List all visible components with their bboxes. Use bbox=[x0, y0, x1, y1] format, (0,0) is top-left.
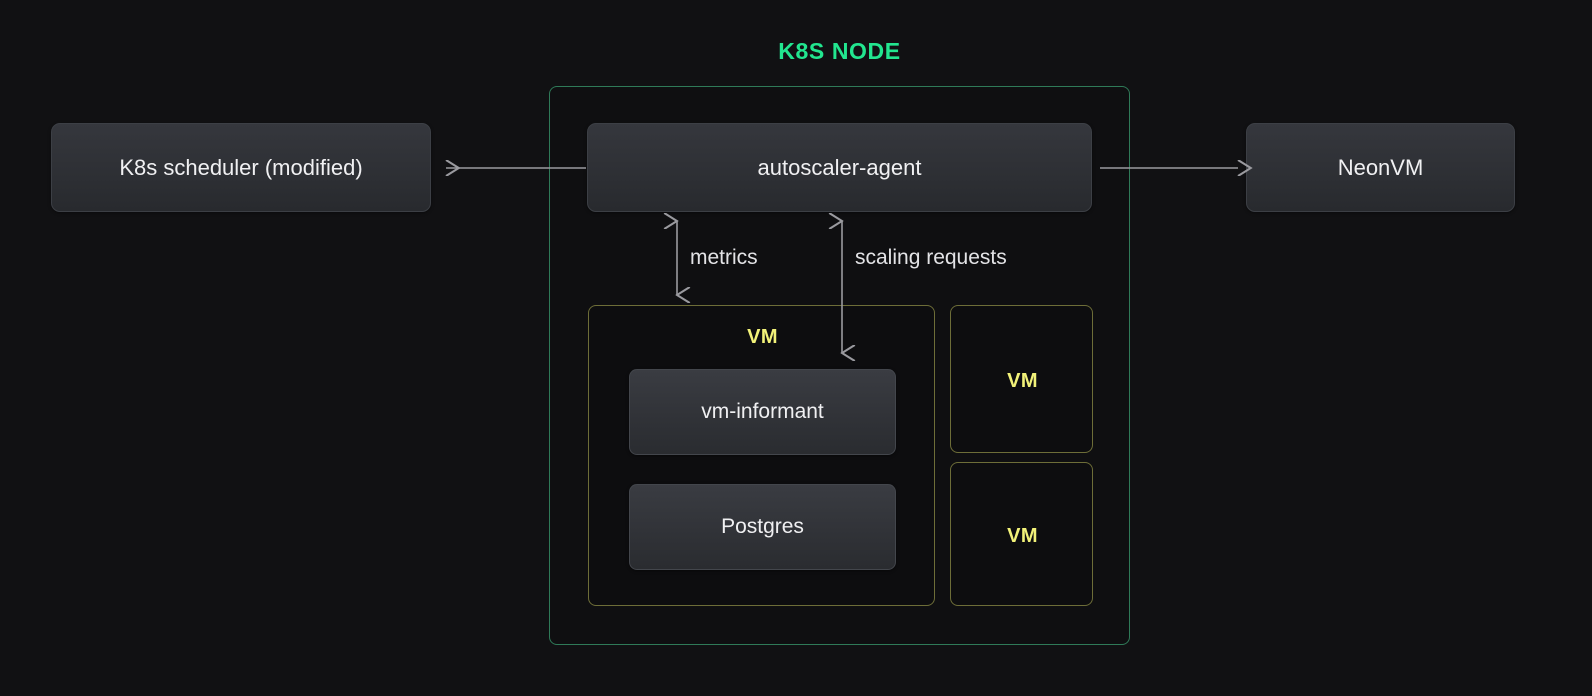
postgres-box[interactable]: Postgres bbox=[629, 484, 896, 570]
k8s-scheduler-box[interactable]: K8s scheduler (modified) bbox=[51, 123, 431, 212]
vm-right-1-label: VM bbox=[1007, 370, 1038, 392]
vm-box-right-2: VM bbox=[950, 462, 1093, 606]
postgres-label: Postgres bbox=[721, 515, 804, 538]
neonvm-box[interactable]: NeonVM bbox=[1246, 123, 1515, 212]
metrics-arrow-label: metrics bbox=[690, 246, 758, 269]
scaling-requests-arrow-label: scaling requests bbox=[855, 246, 1007, 269]
vm-right-2-label: VM bbox=[1007, 525, 1038, 547]
vm-box-main: VM vm-informant Postgres bbox=[588, 305, 935, 606]
neonvm-label: NeonVM bbox=[1337, 154, 1424, 180]
autoscaler-agent-box[interactable]: autoscaler-agent bbox=[587, 123, 1092, 212]
vm-main-label: VM bbox=[747, 326, 778, 348]
k8s-node-title: K8S NODE bbox=[778, 38, 901, 64]
vm-informant-label: vm-informant bbox=[701, 400, 824, 423]
vm-informant-box[interactable]: vm-informant bbox=[629, 369, 896, 455]
autoscaler-agent-label: autoscaler-agent bbox=[757, 154, 922, 180]
vm-box-right-1: VM bbox=[950, 305, 1093, 453]
k8s-scheduler-label: K8s scheduler (modified) bbox=[119, 154, 363, 180]
